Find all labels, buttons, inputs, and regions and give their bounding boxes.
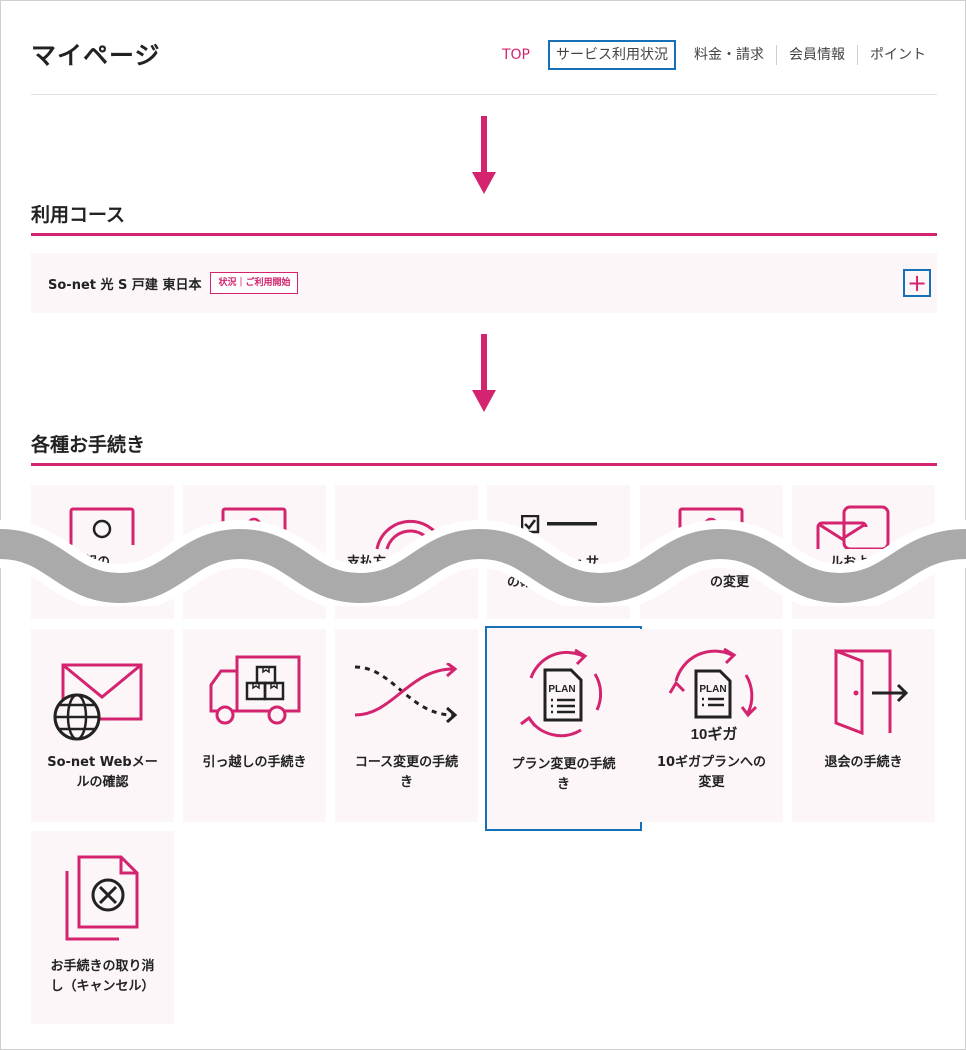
procedures-section-title: 各種お手続き <box>31 434 146 456</box>
mail-phone-icon <box>816 505 890 549</box>
page-title: マイページ <box>31 41 161 70</box>
10giga-icon-text: 10ギガ <box>691 725 738 743</box>
nav-member-info[interactable]: 会員情報 <box>776 45 857 65</box>
tile-label: 10ギガプランへの <box>656 755 767 770</box>
header-divider <box>31 94 937 95</box>
nav-top[interactable]: TOP <box>501 47 530 63</box>
top-nav: TOP サービス利用状況 料金・請求 会員情報 ポイント <box>490 40 938 70</box>
tile-moving[interactable]: 引っ越しの手続き <box>183 629 326 822</box>
nav-points[interactable]: ポイント <box>857 45 938 65</box>
person-card-icon <box>69 507 135 545</box>
tile-label: 変更 <box>698 775 725 790</box>
course-change-arrows-icon <box>354 663 458 723</box>
plan-icon-text: PLAN <box>548 684 575 695</box>
tile-label: So-net Webメー <box>47 755 158 770</box>
tile-label: 退会の手続き <box>824 755 903 770</box>
tile-label: お手続きの取り消 <box>50 959 155 974</box>
course-section-rule <box>31 233 937 236</box>
expand-button[interactable]: + <box>903 269 931 297</box>
cancel-document-icon <box>65 855 139 941</box>
status-badge: 状況｜ご利用開始 <box>210 272 299 294</box>
plan-cycle-icon: PLAN <box>520 648 603 738</box>
tile-10giga-plan[interactable]: PLAN 10ギガ 10ギガプランへの 変更 <box>640 629 783 822</box>
tile-label: コース変更の手続 <box>354 755 459 770</box>
course-section-title: 利用コース <box>31 204 126 226</box>
tile-label: プラン変更の手続 <box>511 757 616 772</box>
plan-icon-text: PLAN <box>699 684 726 695</box>
tile-course-change[interactable]: コース変更の手続 き <box>335 629 478 822</box>
tile-webmail[interactable]: So-net Webメー ルの確認 <box>31 629 174 822</box>
10giga-plan-icon: PLAN 10ギガ <box>668 647 758 743</box>
wave-divider <box>0 519 966 606</box>
tile-label: ルの確認 <box>76 775 129 790</box>
course-row: So-net 光 S 戸建 東日本 状況｜ご利用開始 + <box>31 253 937 313</box>
mail-globe-icon <box>53 663 143 741</box>
down-arrow-icon <box>472 116 496 194</box>
procedures-section-rule <box>31 463 937 466</box>
moving-truck-icon <box>209 655 301 725</box>
tile-label: き <box>399 775 413 790</box>
tile-label: の変更 <box>710 575 750 590</box>
tile-label: 引っ越しの手続き <box>202 755 307 770</box>
nav-billing[interactable]: 料金・請求 <box>694 47 764 63</box>
nav-service-usage[interactable]: サービス利用状況 <box>548 40 676 70</box>
tile-cancel-procedure[interactable]: お手続きの取り消 し（キャンセル） <box>31 831 174 1024</box>
exit-door-icon <box>834 649 909 735</box>
tile-withdraw[interactable]: 退会の手続き <box>792 629 935 822</box>
tile-label: し（キャンセル） <box>50 979 155 994</box>
course-name: So-net 光 S 戸建 東日本 <box>48 277 202 293</box>
down-arrow-icon <box>472 334 496 412</box>
tile-plan-change[interactable]: PLAN プラン変更の手続 き <box>485 626 642 831</box>
tile-label: き <box>556 777 570 792</box>
